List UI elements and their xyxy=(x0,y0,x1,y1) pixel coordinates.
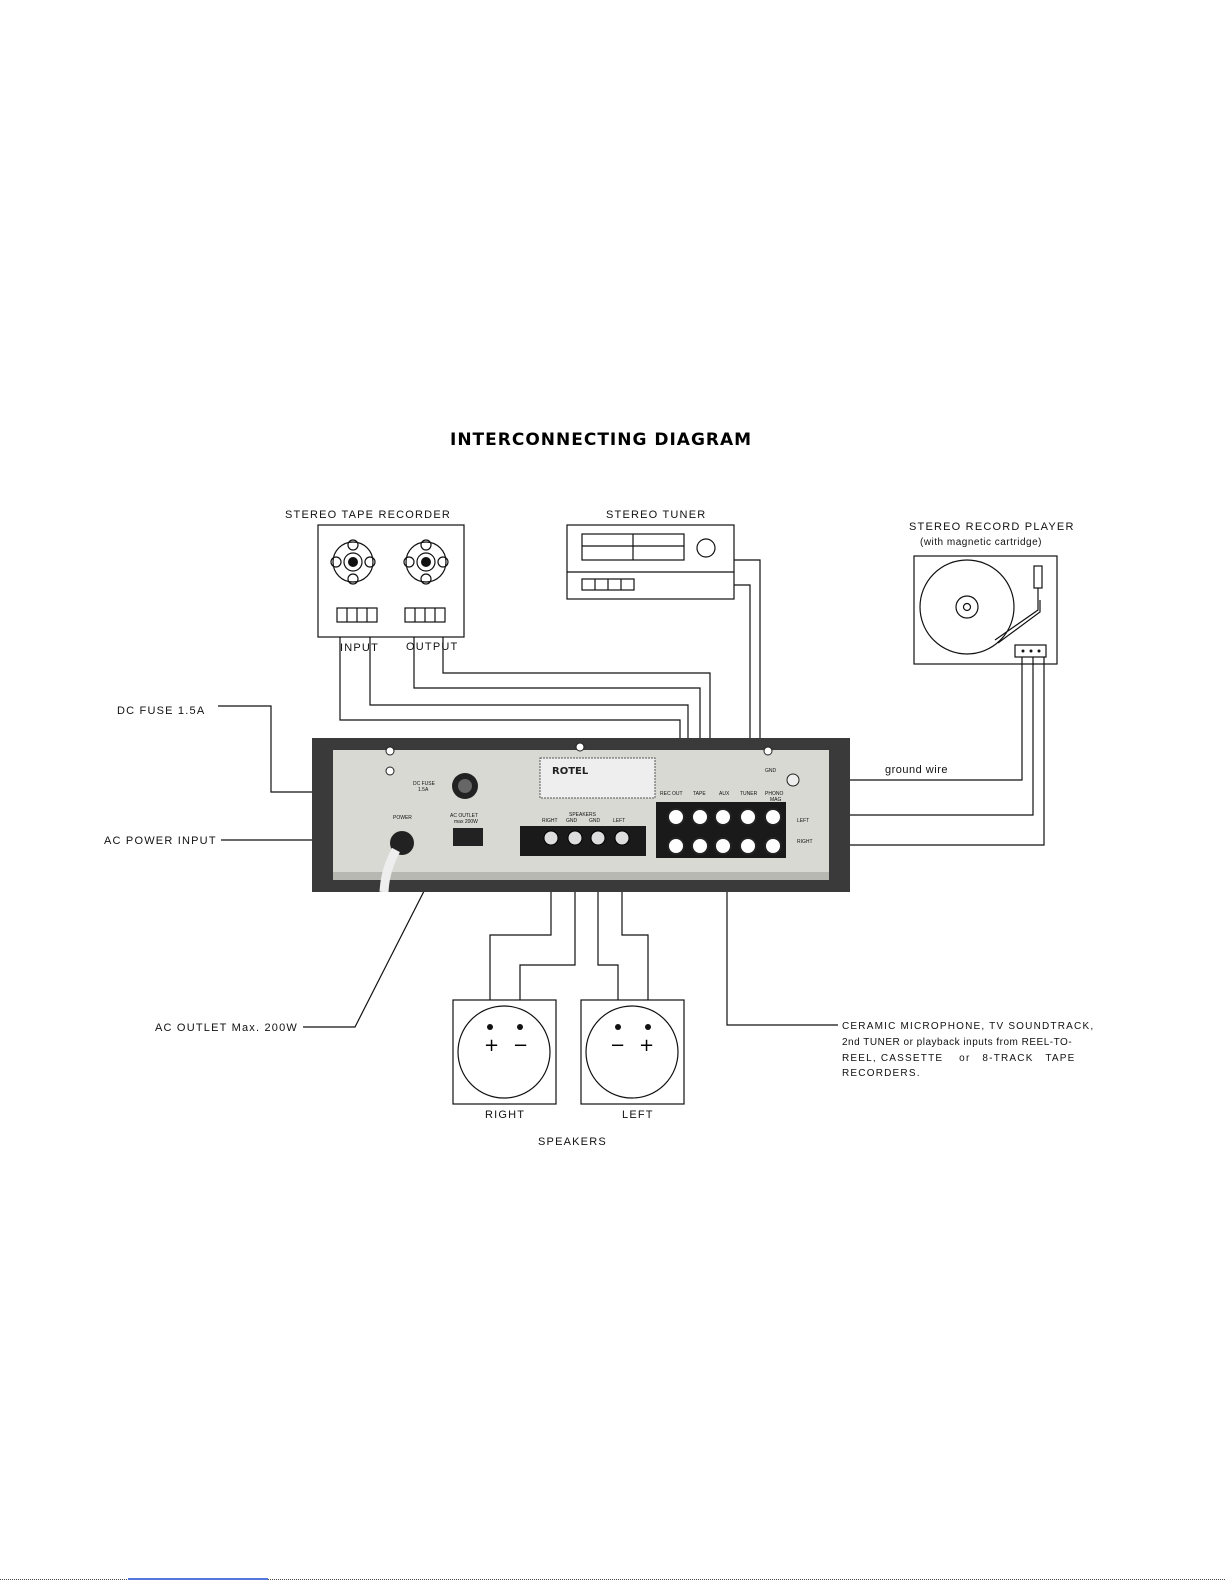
diagram-title: INTERCONNECTING DIAGRAM xyxy=(450,430,752,450)
input-tape: TAPE xyxy=(693,791,706,797)
aux-note-line: CERAMIC MICROPHONE, TV SOUNDTRACK, xyxy=(842,1021,1094,1032)
speaker-cone-icon xyxy=(457,1005,551,1099)
aux-note-line: 2nd TUNER or playback inputs from REEL-T… xyxy=(842,1037,1072,1048)
minus-sign: − xyxy=(513,1035,528,1056)
speakers-caption: SPEAKERS xyxy=(538,1136,607,1148)
tape-buttons-icon xyxy=(336,607,446,623)
input-tuner: TUNER xyxy=(740,791,758,797)
term-left: LEFT xyxy=(613,818,625,824)
input-aux: AUX xyxy=(719,791,730,797)
panel-left-label: LEFT xyxy=(797,818,809,824)
input-phono-mag: MAG xyxy=(770,797,782,803)
panel-dc-fuse-label: DC FUSE xyxy=(413,781,436,787)
dc-fuse-callout: DC FUSE 1.5A xyxy=(117,705,205,717)
aux-input-note: CERAMIC MICROPHONE, TV SOUNDTRACK, 2nd T… xyxy=(842,1021,1094,1079)
ground-wire-callout: ground wire xyxy=(885,764,948,776)
page-bottom-rule xyxy=(0,1579,1225,1581)
aux-note-line: REEL, CASSETTE or 8-TRACK TAPE xyxy=(842,1053,1076,1064)
aux-note-line: RECORDERS. xyxy=(842,1068,921,1079)
stereo-tuner: STEREO TUNER xyxy=(566,509,735,600)
stereo-record-player: STEREO RECORD PLAYER (with magnetic cart… xyxy=(909,521,1075,665)
turntable-platter-icon xyxy=(919,559,1015,655)
ground-terminal xyxy=(786,773,800,787)
tuner-label: STEREO TUNER xyxy=(606,509,706,521)
brand-plate: ROTEL xyxy=(552,766,589,777)
plus-sign: + xyxy=(639,1035,654,1056)
panel-power-label: POWER xyxy=(393,815,412,821)
ac-power-callout: AC POWER INPUT xyxy=(104,835,217,847)
panel-dc-fuse-rating: 1.5A xyxy=(418,787,429,793)
amplifier-rear-panel: ROTEL DC FUSE 1.5A POWER AC OUTLET max 2… xyxy=(312,738,850,893)
term-gnd-1: GND xyxy=(566,818,578,824)
plus-sign: + xyxy=(484,1035,499,1056)
ac-outlet-socket xyxy=(453,828,483,846)
record-player-label: STEREO RECORD PLAYER xyxy=(909,521,1075,533)
speaker-left: − + LEFT xyxy=(580,999,685,1121)
stereo-tape-recorder: STEREO TAPE RECORDER INPUT OUTPUT xyxy=(285,509,465,654)
tuner-knob-icon xyxy=(696,538,716,558)
input-phono: PHONO xyxy=(765,791,783,797)
panel-right-label: RIGHT xyxy=(797,839,813,845)
minus-sign: − xyxy=(610,1035,625,1056)
tape-output-label: OUTPUT xyxy=(406,641,458,653)
term-right: RIGHT xyxy=(542,818,558,824)
tonearm-icon xyxy=(994,588,1041,644)
speaker-left-label: LEFT xyxy=(622,1109,654,1121)
input-rec-out: REC OUT xyxy=(660,791,683,797)
reel-right-icon xyxy=(403,539,449,585)
reel-left-icon xyxy=(330,539,376,585)
panel-ac-outlet-rating: max 200W xyxy=(454,819,478,825)
panel-gnd-label: GND xyxy=(765,768,777,774)
speaker-cone-icon xyxy=(585,1005,679,1099)
power-cord-grommet xyxy=(390,831,414,855)
link-underline xyxy=(128,1578,268,1580)
record-player-sub: (with magnetic cartridge) xyxy=(920,537,1042,548)
tape-recorder-label: STEREO TAPE RECORDER xyxy=(285,509,451,521)
speaker-right: + − RIGHT xyxy=(452,999,557,1121)
panel-speakers-label: SPEAKERS xyxy=(569,812,597,818)
panel-ac-outlet-label: AC OUTLET xyxy=(450,813,478,819)
speaker-right-label: RIGHT xyxy=(485,1109,525,1121)
term-gnd-2: GND xyxy=(589,818,601,824)
tape-input-label: INPUT xyxy=(340,642,379,654)
ac-outlet-callout: AC OUTLET Max. 200W xyxy=(155,1022,298,1034)
